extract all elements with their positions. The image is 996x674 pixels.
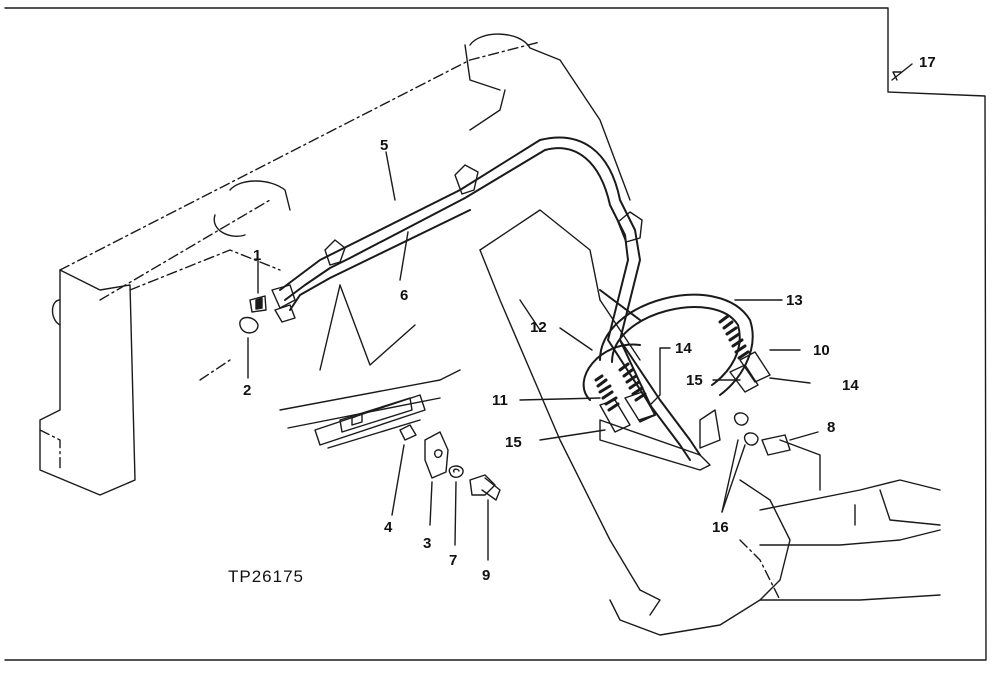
callout-15b: 15 (686, 372, 703, 389)
figure-code: TP26175 (228, 567, 304, 586)
callout-1: 1 (253, 247, 261, 264)
callout-16: 16 (712, 519, 729, 536)
callout-4: 4 (384, 519, 393, 536)
callout-10: 10 (813, 342, 830, 359)
fittings-left (239, 284, 296, 334)
hydraulic-line-lower (289, 209, 656, 421)
callout-7: 7 (449, 552, 457, 569)
hose-spring-guards (594, 314, 750, 412)
callout-14a: 14 (675, 340, 692, 357)
callout-11: 11 (492, 392, 508, 409)
callout-17: 17 (919, 54, 936, 71)
callout-14b: 14 (842, 377, 859, 394)
callout-9: 9 (482, 567, 490, 584)
bracket-assembly (599, 409, 791, 471)
callout-8: 8 (827, 419, 835, 436)
exploded-clamp-parts (314, 394, 501, 501)
page-frame (4, 7, 987, 661)
callout-13: 13 (786, 292, 803, 309)
line-clamps (324, 164, 643, 266)
callout-6: 6 (400, 287, 408, 304)
explode-lines (279, 284, 461, 429)
hydraulic-line-upper (279, 136, 701, 461)
callout-labels: 1 2 3 4 5 6 7 8 9 10 11 12 13 14 14 15 1… (228, 54, 936, 586)
callout-2: 2 (243, 382, 251, 399)
hose-loop (582, 293, 754, 401)
callout-12: 12 (530, 319, 547, 336)
callout-3: 3 (423, 535, 431, 552)
callout-5: 5 (380, 137, 388, 154)
leaders (247, 63, 913, 561)
callout-15a: 15 (505, 434, 522, 451)
loader-frame (39, 33, 941, 636)
